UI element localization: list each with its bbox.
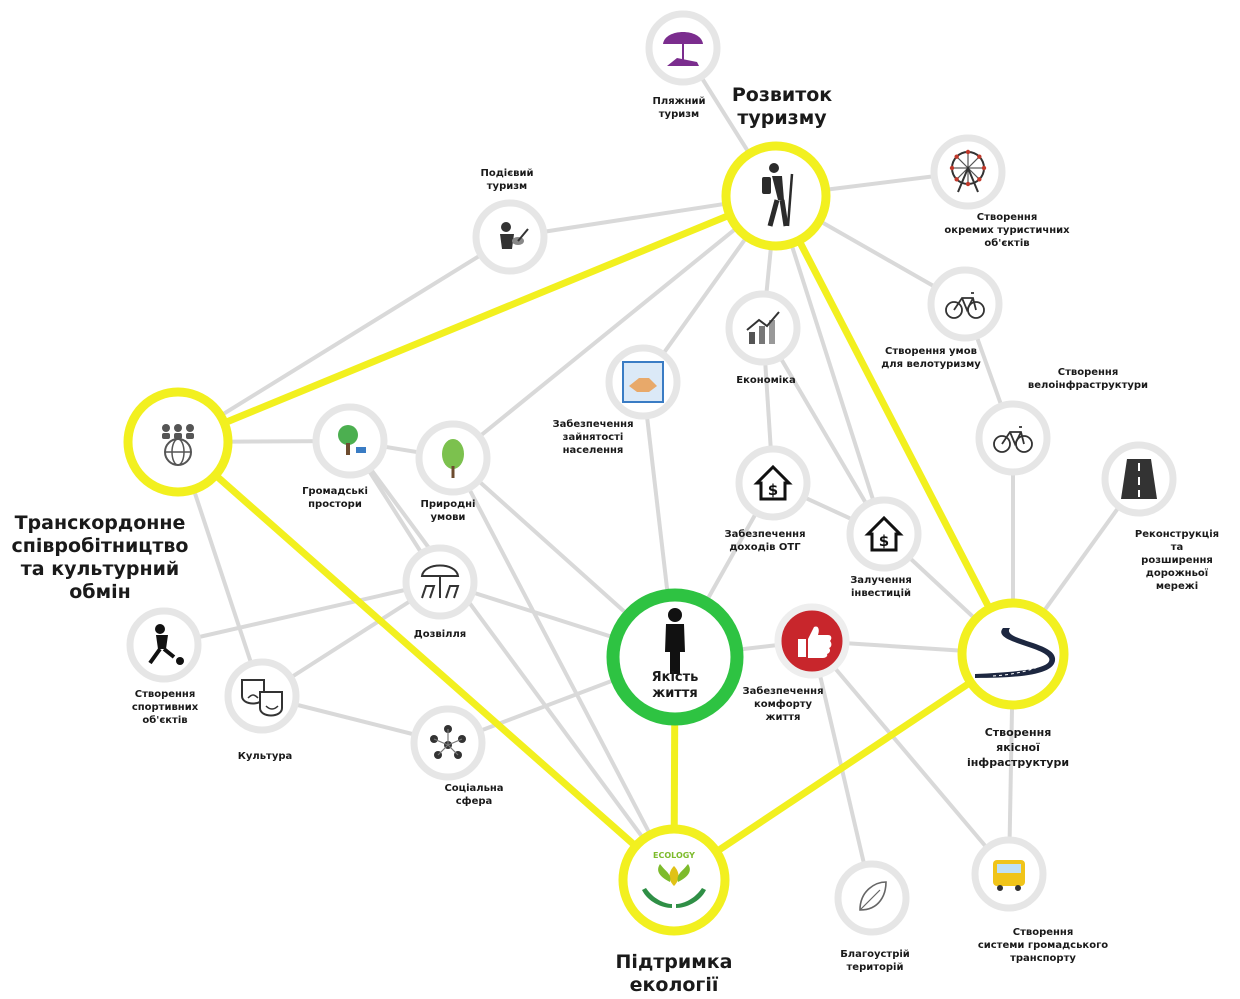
main-edge-tourism-infra [772, 194, 1017, 656]
node-ring [957, 598, 1069, 710]
node-ecology: ECOLOGY [618, 824, 730, 936]
label-quality: Якість життя [651, 670, 699, 701]
node-roads [1101, 441, 1177, 517]
label-investment: Залучення інвестицій [850, 575, 912, 599]
edge-public_spaces-ecology [348, 439, 676, 882]
ferris-wheel-icon [949, 149, 987, 193]
house-dollar-icon: $ [864, 515, 904, 552]
label-tourism: Розвиток туризму [731, 84, 833, 129]
edge-economy-investment [761, 326, 886, 536]
node-comfort [774, 603, 850, 679]
label-ecology: Підтримка екології [615, 951, 733, 996]
edge-event-crossborder [176, 235, 512, 444]
node-ring [123, 387, 233, 497]
label-bike-tour: Створення умов для велотуризму [881, 346, 981, 370]
football-player-icon [148, 624, 184, 665]
person-icon [665, 608, 685, 674]
people-globe-icon [162, 424, 194, 466]
node-crossborder [123, 387, 233, 497]
park-tree-icon [338, 425, 366, 455]
hiker-icon [762, 163, 794, 227]
label-public-spaces: Громадські простори [302, 486, 368, 510]
leaf-icon [859, 881, 887, 911]
house-dollar-icon: $ [753, 464, 793, 501]
node-economy [725, 290, 801, 366]
node-public-spaces [312, 403, 388, 479]
node-culture [224, 658, 300, 734]
label-attractions: Створення окремих туристичних об'єктів [944, 212, 1070, 249]
ecology-hands-icon: ECOLOGY [642, 851, 706, 908]
node-infra [957, 598, 1069, 710]
node-landscaping [834, 860, 910, 936]
label-landscaping: Благоустрій територій [840, 949, 910, 973]
label-nature: Природні умови [420, 499, 476, 523]
edge-leisure-sport [163, 580, 441, 647]
node-attractions [930, 134, 1006, 210]
label-event: Подієвий туризм [480, 168, 534, 192]
node-income: $ [735, 445, 811, 521]
bicycle-icon [945, 292, 985, 319]
label-beach: Пляжний туризм [652, 96, 706, 120]
handshake-icon [622, 361, 664, 403]
label-leisure: Дозвілля [413, 629, 467, 640]
svg-text:$: $ [768, 481, 778, 499]
label-transport: Створення системи громадського транспорт… [977, 927, 1109, 964]
label-income: Забезпечення доходів ОТГ [724, 529, 806, 553]
node-social [410, 705, 486, 781]
edge-tourism-investment [774, 195, 886, 535]
main-edge-tourism-crossborder [176, 192, 778, 446]
node-quality [606, 588, 744, 726]
theater-masks-icon [241, 679, 283, 717]
node-beach [645, 10, 721, 86]
node-bike-infra [975, 400, 1051, 476]
road-lanes-icon [1121, 459, 1157, 499]
node-ring [846, 496, 922, 572]
nodes-layer: ECOLOGY $ $ [123, 10, 1177, 936]
node-ring [721, 141, 831, 251]
edge-comfort-transport [810, 639, 1011, 876]
road-icon [975, 628, 1056, 678]
node-tourism [721, 141, 831, 251]
label-roads: Реконструкція та розширення дорожньої ме… [1134, 529, 1220, 592]
tree-icon [442, 439, 464, 478]
label-bike-infra: Створення велоінфраструктури [1027, 367, 1149, 391]
guitarist-icon [500, 222, 529, 249]
node-ring [735, 445, 811, 521]
label-comfort: Забезпечення комфорту життя [742, 686, 824, 723]
svg-text:ECOLOGY: ECOLOGY [653, 851, 695, 860]
bicycle-icon [993, 426, 1033, 453]
node-nature [415, 420, 491, 496]
label-crossborder: Транскордонне співробітництво та культур… [11, 512, 189, 603]
bus-icon [993, 860, 1025, 891]
node-transport [971, 836, 1047, 912]
edge-tourism-nature [451, 194, 778, 460]
growth-chart-icon [746, 311, 780, 344]
label-economy: Економіка [736, 375, 796, 386]
label-employment: Забезпечення зайнятості населення [552, 419, 634, 456]
picnic-icon [420, 564, 460, 599]
node-leisure [402, 544, 478, 620]
svg-text:$: $ [879, 532, 889, 550]
label-sport: Створення спортивних об'єктів [131, 689, 199, 726]
node-bike-tour [927, 266, 1003, 342]
social-network-icon [430, 725, 466, 759]
node-sport [126, 607, 202, 683]
edge-nature-ecology [451, 457, 676, 881]
thumbs-up-icon [798, 626, 832, 658]
node-event [472, 199, 548, 275]
node-investment: $ [846, 496, 922, 572]
main-edge-infra-ecology [672, 651, 1015, 883]
main-edge-crossborder-ecology [175, 439, 677, 883]
node-employment [605, 344, 681, 420]
label-culture: Культура [237, 751, 293, 762]
label-infra: Створення якісної інфраструктури [966, 726, 1070, 769]
label-social: Соціальна сфера [444, 783, 504, 807]
beach-umbrella-icon [663, 32, 703, 66]
